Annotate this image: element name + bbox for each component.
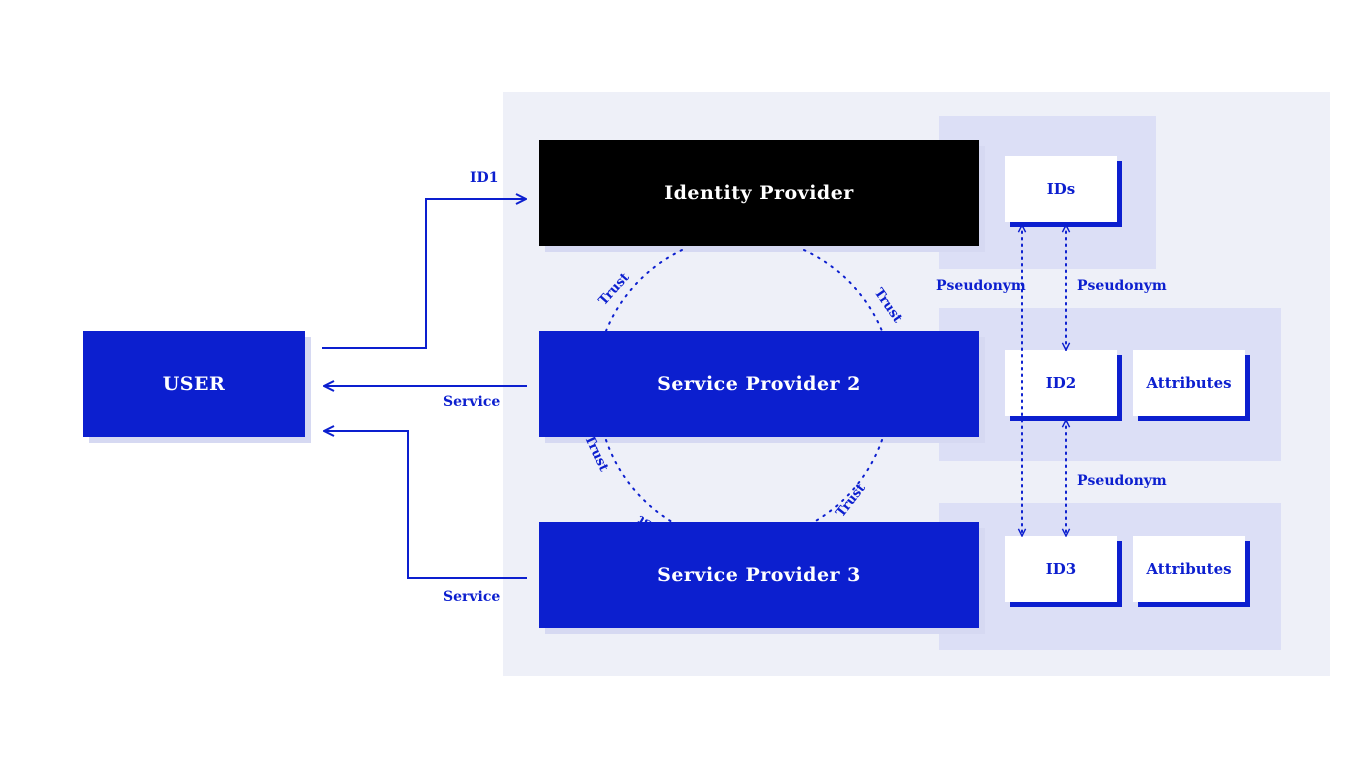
service-sp2-label: Service [443, 394, 501, 410]
service-provider-2-block[interactable]: Service Provider 2 [539, 331, 979, 437]
identity-provider-block[interactable]: Identity Provider [539, 140, 979, 246]
service-sp3-label: Service [443, 589, 501, 605]
pseudonym-label-left: Pseudonym [936, 278, 1026, 294]
id3-label: ID3 [1045, 560, 1077, 578]
attributes-sp2-box[interactable]: Attributes [1133, 350, 1245, 416]
attributes-sp3-label: Attributes [1146, 560, 1232, 578]
id3-box[interactable]: ID3 [1005, 536, 1117, 602]
service-sp3-edge [324, 431, 527, 579]
id2-label: ID2 [1045, 374, 1077, 392]
service-provider-2-label: Service Provider 2 [657, 373, 861, 395]
pseudonym-label-right: Pseudonym [1077, 278, 1167, 294]
ids-box[interactable]: IDs [1005, 156, 1117, 222]
id1-label: ID1 [470, 170, 499, 186]
service-provider-3-label: Service Provider 3 [657, 564, 861, 586]
attributes-sp3-box[interactable]: Attributes [1133, 536, 1245, 602]
service-provider-3-block[interactable]: Service Provider 3 [539, 522, 979, 628]
pseudonym-label-lower: Pseudonym [1077, 473, 1167, 489]
attributes-sp2-label: Attributes [1146, 374, 1232, 392]
ids-label: IDs [1046, 180, 1076, 198]
user-label: USER [162, 373, 226, 395]
user-block[interactable]: USER [83, 331, 305, 437]
id1-edge [322, 199, 526, 349]
identity-provider-label: Identity Provider [664, 182, 854, 204]
id2-box[interactable]: ID2 [1005, 350, 1117, 416]
